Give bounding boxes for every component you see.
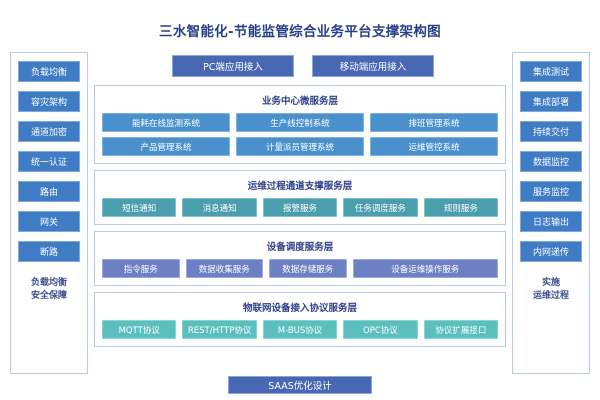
layer-device-dispatch: 设备调度服务层 指令服务 数据收集服务 数据存储服务 设备运维操作服务 [94, 231, 506, 286]
node-protocol-extension-interface[interactable]: 协议扩展接口 [423, 320, 499, 339]
node-metering-dispatch-system[interactable]: 计量派员管理系统 [236, 137, 364, 156]
layer-business-center: 业务中心微服务层 能耗在线监测系统 生产线控制系统 排班管理系统 产品管理系统 … [94, 85, 506, 164]
node-shift-management-system[interactable]: 排班管理系统 [370, 113, 498, 132]
left-item-circuit-breaker[interactable]: 断路 [18, 241, 80, 262]
layer-channel-support: 运维过程通道支撑服务层 短信通知 消息通知 报警服务 任务调度服务 规则服务 [94, 170, 506, 225]
layer-title-business: 业务中心微服务层 [261, 96, 338, 107]
layer-title-channel: 运维过程通道支撑服务层 [247, 181, 353, 192]
node-ops-control-system[interactable]: 运维管控系统 [370, 137, 498, 156]
layer-row: 能耗在线监测系统 生产线控制系统 排班管理系统 [102, 113, 498, 132]
node-production-line-control-system[interactable]: 生产线控制系统 [236, 113, 364, 132]
left-item-routing[interactable]: 路由 [18, 181, 80, 202]
left-caption-line2: 安全保障 [30, 291, 67, 301]
layer-row: 产品管理系统 计量派员管理系统 运维管控系统 [102, 137, 498, 156]
right-item-data-monitoring[interactable]: 数据监控 [520, 151, 582, 172]
node-task-scheduling-service[interactable]: 任务调度服务 [343, 198, 418, 217]
left-item-channel-encryption[interactable]: 通道加密 [18, 121, 80, 142]
node-energy-monitor-system[interactable]: 能耗在线监测系统 [102, 113, 230, 132]
node-mbus-protocol[interactable]: M-BUS协议 [262, 320, 338, 339]
layer-iot-protocol: 物联网设备接入协议服务层 MQTT协议 REST/HTTP协议 M-BUS协议 … [94, 292, 506, 347]
right-column-panel: 集成测试 集成部署 持续交付 数据监控 服务监控 日志输出 内网递传 实施 运维… [512, 52, 590, 374]
left-column-panel: 负载均衡 容灾架构 通道加密 统一认证 路由 网关 断路 负载均衡 安全保障 [10, 52, 88, 374]
node-sms-notification[interactable]: 短信通知 [102, 198, 177, 217]
access-button-pc[interactable]: PC端应用接入 [172, 55, 294, 77]
access-button-mobile[interactable]: 移动端应用接入 [312, 55, 434, 77]
access-button-row: PC端应用接入 移动端应用接入 [172, 55, 434, 77]
node-data-collection-service[interactable]: 数据收集服务 [185, 259, 264, 278]
right-item-continuous-delivery[interactable]: 持续交付 [520, 121, 582, 142]
node-rule-service[interactable]: 规则服务 [423, 198, 499, 217]
right-item-intranet-transfer[interactable]: 内网递传 [520, 241, 582, 262]
right-column-caption: 实施 运维过程 [533, 277, 569, 303]
right-item-service-monitoring[interactable]: 服务监控 [520, 181, 582, 202]
layer-title-protocol: 物联网设备接入协议服务层 [242, 303, 357, 314]
left-item-unified-auth[interactable]: 统一认证 [18, 151, 80, 172]
node-data-storage-service[interactable]: 数据存储服务 [269, 259, 347, 278]
layer-row: MQTT协议 REST/HTTP协议 M-BUS协议 OPC协议 协议扩展接口 [102, 320, 499, 339]
node-product-management-system[interactable]: 产品管理系统 [102, 137, 230, 156]
right-item-integration-deploy[interactable]: 集成部署 [520, 91, 582, 112]
page-title: 三水智能化-节能监管综合业务平台支撑架构图 [159, 24, 441, 40]
node-mqtt-protocol[interactable]: MQTT协议 [102, 320, 177, 339]
node-command-service[interactable]: 指令服务 [102, 259, 180, 278]
right-item-log-output[interactable]: 日志输出 [520, 211, 582, 232]
right-caption-line1: 实施 [541, 278, 560, 288]
footer-saas-bar: SAAS优化设计 [228, 376, 372, 394]
node-rest-http-protocol[interactable]: REST/HTTP协议 [182, 320, 257, 339]
right-caption-line2: 运维过程 [532, 291, 569, 301]
layer-stack: 业务中心微服务层 能耗在线监测系统 生产线控制系统 排班管理系统 产品管理系统 … [94, 85, 506, 353]
node-opc-protocol[interactable]: OPC协议 [343, 320, 418, 339]
layer-row: 短信通知 消息通知 报警服务 任务调度服务 规则服务 [102, 198, 499, 217]
left-item-gateway[interactable]: 网关 [18, 211, 80, 232]
left-item-disaster-recovery[interactable]: 容灾架构 [18, 91, 80, 112]
left-caption-line1: 负载均衡 [30, 278, 67, 288]
left-item-load-balance[interactable]: 负载均衡 [18, 61, 80, 82]
left-column-caption: 负载均衡 安全保障 [31, 277, 67, 303]
node-alarm-service[interactable]: 报警服务 [262, 198, 338, 217]
node-message-notification[interactable]: 消息通知 [182, 198, 257, 217]
node-device-ops-service[interactable]: 设备运维操作服务 [352, 259, 499, 278]
layer-row: 指令服务 数据收集服务 数据存储服务 设备运维操作服务 [102, 259, 499, 278]
layer-title-device: 设备调度服务层 [266, 242, 334, 253]
right-item-integration-test[interactable]: 集成测试 [520, 61, 582, 82]
